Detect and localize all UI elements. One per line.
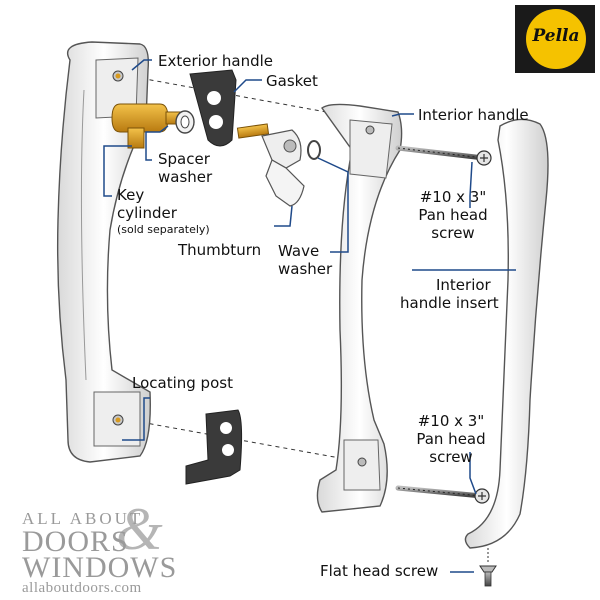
pella-logo-text: Pella [532,26,580,46]
label-gasket: Gasket [266,72,318,90]
label-screw-top-line1: #10 x 3" [419,188,487,206]
watermark-ampersand: & [116,496,163,562]
label-key-cylinder-line2: cylinder [117,204,177,222]
label-flat-head-screw: Flat head screw [320,562,439,580]
gasket-bottom [185,409,243,485]
spacer-washer [175,110,195,134]
label-interior-insert-line2: handle insert [400,294,499,312]
label-thumbturn: Thumbturn [178,241,262,259]
label-interior-handle: Interior handle [418,106,529,124]
interior-handle [316,103,403,513]
exterior-handle [56,41,151,463]
label-screw-bottom-line1: #10 x 3" [417,412,485,430]
label-screw-bottom-line2: Pan head [416,430,486,448]
pella-logo-circle [526,9,586,69]
flat-head-screw [479,548,497,587]
label-key-cylinder-note: (sold separately) [117,223,210,236]
label-screw-top-line2: Pan head [418,206,488,224]
label-spacer-washer-line1: Spacer [158,150,210,168]
watermark-url: allaboutdoors.com [22,580,142,596]
label-screw-bottom-line3: screw [429,448,473,466]
watermark-line1: ALL ABOUT [22,509,144,528]
wave-washer [307,140,321,160]
label-exterior-handle: Exterior handle [158,52,274,70]
label-screw-top-line3: screw [431,224,475,242]
label-locating-post: Locating post [132,374,233,392]
gasket-top [189,69,237,147]
label-interior-insert-line1: Interior [436,276,491,294]
leader-lines [103,59,516,573]
watermark-line2: DOORS [22,525,129,558]
label-wave-washer-line2: washer [278,260,333,278]
key-cylinder [111,103,181,149]
label-key-cylinder-line1: Key [117,186,145,204]
interior-handle-insert [464,118,549,549]
watermark-line3: WINDOWS [22,551,178,584]
pan-head-screw-top [395,145,492,166]
thumbturn [236,123,305,207]
label-spacer-washer-line2: washer [158,168,213,186]
pan-head-screw-bottom [395,485,490,504]
label-wave-washer-line1: Wave [278,242,320,260]
